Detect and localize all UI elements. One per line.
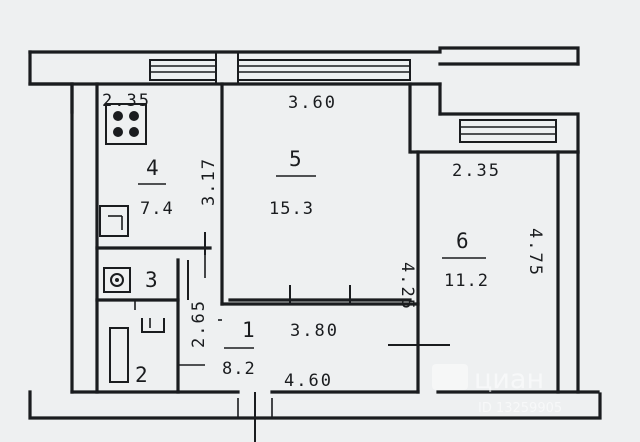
room-area-5: 15.3 (269, 199, 314, 219)
dimension-room5-bottom: 3.80 (290, 321, 339, 341)
watermark: циан ID 13259905 (432, 364, 562, 416)
toilet-icon (141, 318, 165, 333)
watermark-brand: циан (474, 364, 544, 395)
room-area-4: 7.4 (140, 199, 174, 219)
washbasin-icon (103, 267, 131, 293)
room-number-4: 4 (146, 156, 159, 180)
partitions (95, 82, 450, 442)
watermark-logo-icon (432, 364, 468, 390)
dimension-room6-height: 4.75 (525, 228, 545, 277)
dimension-hall-width: 4.60 (284, 371, 333, 391)
room-number-3: 3 (145, 268, 158, 292)
dimension-kitchen-top: 2.35 (102, 91, 151, 111)
room-number-5: 5 (289, 147, 302, 171)
dimension-labels: 2.35 3.60 2.35 3.80 4.60 3.17 4.25 4.75 … (102, 91, 545, 391)
room-area-1: 8.2 (222, 359, 256, 379)
room-number-6: 6 (456, 229, 469, 253)
sink-icon (99, 205, 129, 237)
room-number-2: 2 (135, 363, 148, 387)
watermark-id: ID 13259905 (478, 401, 562, 416)
windows (149, 52, 557, 143)
room-area-6: 11.2 (444, 271, 489, 291)
dimension-room6-top: 2.35 (452, 161, 501, 181)
bathtub-icon (109, 327, 129, 383)
dimension-room5-height: 4.25 (397, 262, 417, 311)
dimension-hall-height: 2.65 (189, 299, 209, 348)
room-number-1: 1 (242, 318, 255, 342)
outer-walls (28, 46, 602, 420)
dimension-kitchen-height: 3.17 (199, 157, 219, 206)
stove-icon (105, 103, 147, 145)
room-labels: 4 7.4 5 15.3 6 11.2 3 1 8.2 2 (135, 147, 489, 387)
dimension-room5-top: 3.60 (288, 93, 337, 113)
